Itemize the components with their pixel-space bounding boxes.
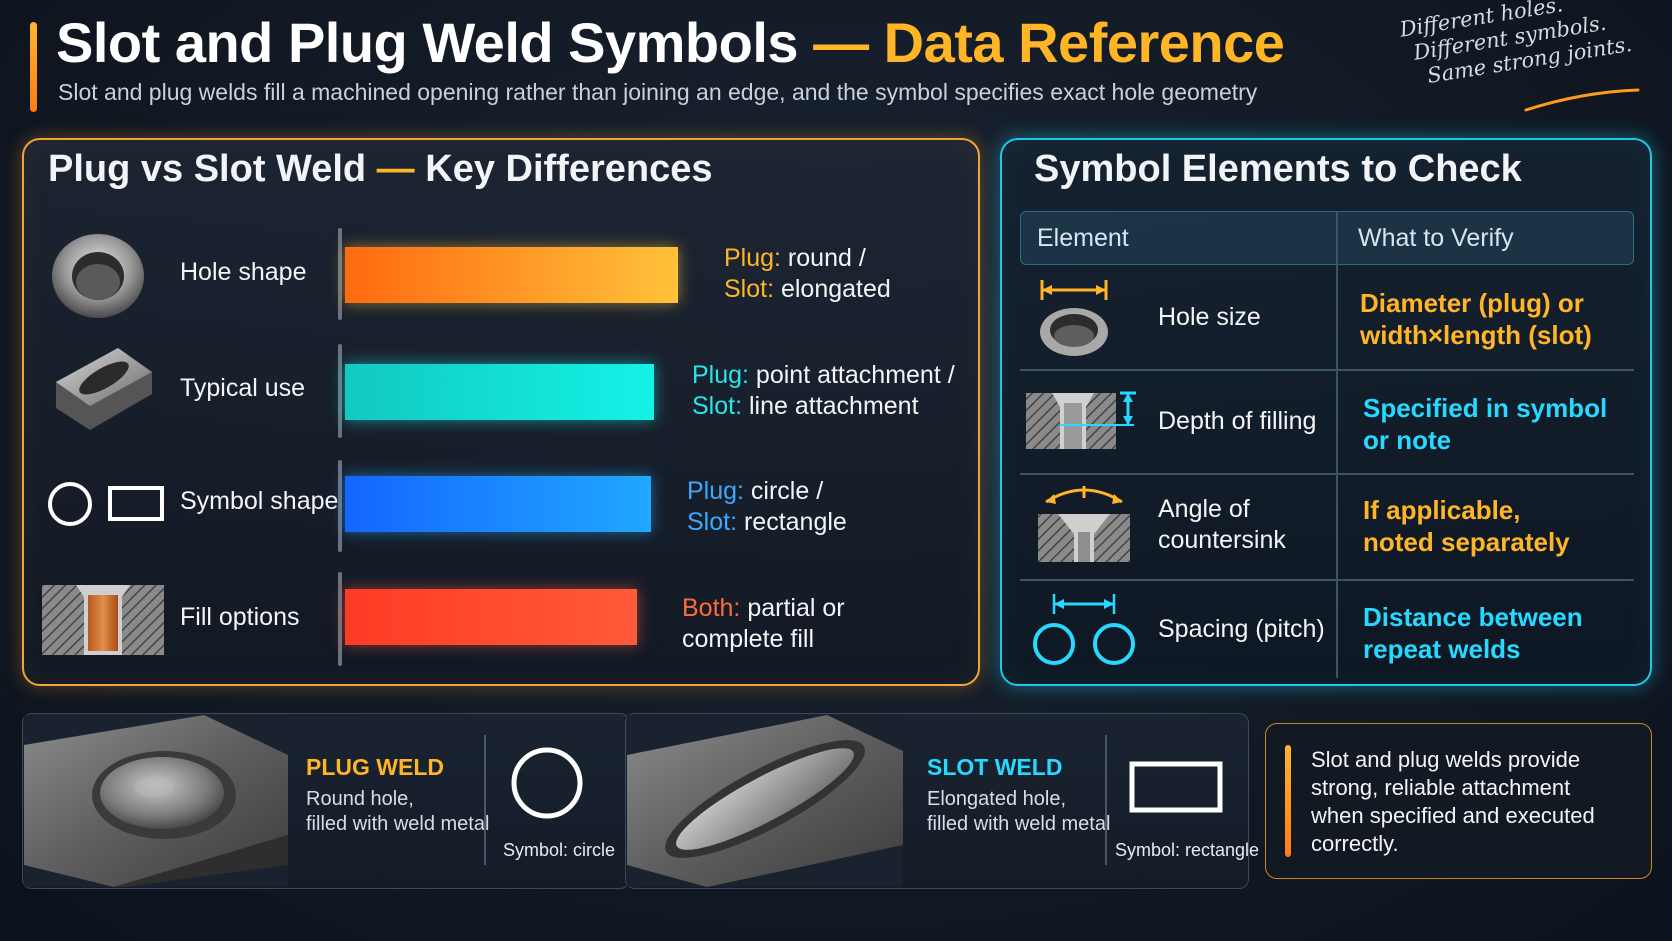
summary-text: Slot and plug welds provide strong, reli… [1311, 747, 1595, 856]
slot-plate-icon [56, 348, 152, 430]
row-label-fill-options: Fill options [180, 603, 300, 631]
plug-symbol-caption: Symbol: circle [503, 840, 616, 860]
hole-diameter-icon [1040, 280, 1108, 356]
element-name-spacing: Spacing (pitch) [1158, 615, 1325, 643]
row-separator [1020, 369, 1634, 371]
slot-weld-label: SLOT WELD [927, 754, 1063, 780]
handwritten-note: Different holes. Different symbols. Same… [1398, 0, 1657, 92]
row-label-hole-shape: Hole shape [180, 258, 307, 286]
countersink-angle-icon [1038, 486, 1130, 562]
note-underline [1524, 88, 1640, 112]
elements-table-header [1020, 211, 1634, 265]
row-divider [338, 228, 342, 320]
column-header-element: Element [1037, 224, 1129, 252]
row-divider [338, 344, 342, 438]
key-differences-title: Plug vs Slot Weld — Key Differences [48, 148, 713, 190]
slot-symbol-rectangle-icon [1129, 761, 1223, 813]
desc-symbol-shape: Plug: circle / Slot: rectangle [687, 477, 847, 536]
row-separator [1020, 579, 1634, 581]
page-title: Slot and Plug Weld Symbols — Data Refere… [56, 11, 1285, 74]
desc-fill-options: Both: partial or complete fill [682, 594, 845, 653]
row-label-symbol-shape: Symbol shape [180, 487, 339, 515]
depth-icon [1026, 391, 1136, 449]
plug-weld-label: PLUG WELD [306, 754, 444, 780]
card-divider [484, 735, 486, 865]
pitch-icon [1033, 594, 1135, 665]
symbol-elements-title: Symbol Elements to Check [1034, 148, 1522, 190]
slot-weld-description: Elongated hole,filled with weld metal [927, 788, 1111, 835]
plug-weld-description: Round hole,filled with weld metal [306, 788, 490, 835]
row-separator [1020, 473, 1634, 475]
column-header-verify: What to Verify [1358, 224, 1514, 252]
bar-symbol-shape [345, 476, 651, 532]
summary-accent-bar [1285, 745, 1291, 857]
plug-weld-image [24, 715, 288, 887]
hole-icon [52, 234, 144, 318]
row-label-typical-use: Typical use [180, 374, 306, 402]
card-divider [1105, 735, 1107, 865]
element-name-hole-size: Hole size [1158, 303, 1261, 331]
bar-hole-shape [345, 247, 678, 303]
column-divider [1336, 211, 1338, 678]
element-name-depth: Depth of filling [1158, 407, 1317, 435]
verify-countersink: If applicable,noted separately [1363, 495, 1570, 557]
circle-rectangle-icon [48, 482, 164, 526]
slot-weld-image [627, 715, 903, 887]
row-divider [338, 460, 342, 552]
bar-fill-options [345, 589, 637, 645]
row-divider [338, 572, 342, 666]
bar-typical-use [345, 364, 654, 420]
fill-section-icon [42, 585, 164, 655]
desc-hole-shape: Plug: round / Slot: elongated [724, 244, 891, 303]
title-accent-bar [30, 22, 37, 112]
desc-typical-use: Plug: point attachment / Slot: line atta… [692, 361, 955, 420]
summary-box [1265, 723, 1652, 879]
symbol-elements-panel [1000, 138, 1652, 686]
page-subtitle: Slot and plug welds fill a machined open… [58, 79, 1258, 105]
plug-symbol-circle-icon [511, 747, 583, 819]
slot-symbol-caption: Symbol: rectangle [1115, 840, 1260, 860]
